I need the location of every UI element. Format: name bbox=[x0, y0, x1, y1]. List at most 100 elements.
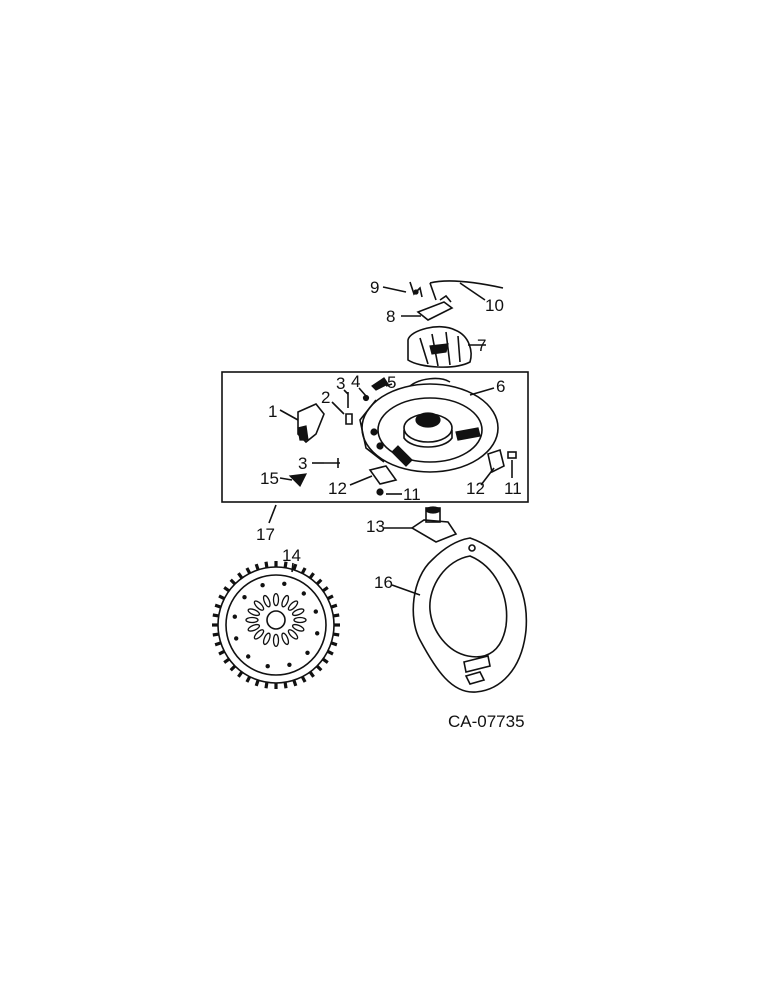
ratchet-tooth bbox=[300, 675, 307, 683]
part-6-starter-housing bbox=[359, 377, 499, 473]
ratchet-tooth bbox=[333, 632, 340, 637]
ratchet-tooth bbox=[218, 649, 226, 656]
ratchet-tooth bbox=[300, 567, 307, 575]
ratchet-hole bbox=[260, 583, 265, 588]
part-12-plate-right bbox=[487, 448, 505, 474]
ratchet-hole bbox=[232, 614, 237, 619]
ratchet-slot bbox=[253, 600, 265, 611]
ratchet-hole bbox=[265, 664, 270, 669]
callout-2: 2 bbox=[321, 388, 330, 407]
ratchet-tooth bbox=[229, 578, 237, 586]
callout-labels: 9 10 8 7 3 4 5 6 2 1 3 15 12 11 12 11 17… bbox=[256, 278, 522, 592]
ratchet-hole bbox=[301, 591, 306, 596]
ratchet-tooth bbox=[237, 670, 244, 678]
callout-12-left: 12 bbox=[328, 479, 347, 498]
callout-11-right: 11 bbox=[504, 479, 522, 498]
ratchet-tooth bbox=[326, 649, 334, 656]
ratchet-slot bbox=[281, 632, 290, 646]
callout-4: 4 bbox=[351, 372, 360, 391]
ratchet-tooth bbox=[308, 670, 315, 678]
part-2-pin bbox=[345, 413, 353, 425]
ratchet-hole bbox=[315, 631, 320, 636]
callout-13: 13 bbox=[366, 517, 385, 536]
callout-5: 5 bbox=[387, 373, 396, 392]
ratchet-slot bbox=[291, 623, 305, 632]
part-16-gasket bbox=[412, 537, 528, 693]
leader-lines bbox=[268, 282, 513, 596]
part-4-pin bbox=[362, 394, 370, 402]
ratchet-slot bbox=[247, 623, 261, 632]
part-11-washer-right bbox=[507, 451, 517, 459]
callout-3-lower: 3 bbox=[298, 454, 307, 473]
ratchet-slot bbox=[253, 629, 265, 640]
ratchet-tooth bbox=[214, 641, 222, 647]
callout-16: 16 bbox=[374, 573, 393, 592]
ratchet-tooth bbox=[292, 679, 298, 687]
ratchet-hole bbox=[242, 595, 247, 600]
ratchet-tooth bbox=[214, 603, 222, 609]
part-8-bracket bbox=[416, 294, 454, 321]
ratchet-tooth bbox=[218, 594, 226, 601]
ratchet-tooth bbox=[245, 675, 252, 683]
ratchet-slot bbox=[287, 629, 299, 640]
callout-10: 10 bbox=[485, 296, 504, 315]
callout-8: 8 bbox=[386, 307, 395, 326]
part-11-washer-left bbox=[376, 488, 384, 496]
assembly-box bbox=[221, 371, 529, 503]
ratchet-tooth bbox=[223, 586, 231, 593]
callout-1: 1 bbox=[268, 402, 277, 421]
ratchet-tooth bbox=[330, 641, 338, 647]
ratchet-slot bbox=[272, 633, 280, 648]
ratchet-tooth bbox=[254, 563, 260, 571]
part-15-clip bbox=[288, 473, 308, 488]
ratchet-tooth bbox=[212, 632, 219, 637]
callout-12-right: 12 bbox=[466, 479, 485, 498]
ratchet-hole bbox=[282, 581, 287, 586]
ratchet-tooth bbox=[229, 664, 237, 672]
ratchet-slot bbox=[247, 608, 261, 617]
ratchet-slot bbox=[262, 594, 271, 608]
part-13-cup bbox=[410, 506, 458, 543]
part-12-plate-left bbox=[368, 465, 398, 485]
ratchet-tooth bbox=[315, 578, 323, 586]
ratchet-slot bbox=[293, 616, 307, 624]
part-10-rod bbox=[429, 280, 504, 301]
ratchet-tooth bbox=[283, 561, 288, 568]
ratchet-tooth bbox=[245, 567, 252, 575]
ratchet-hole bbox=[246, 654, 251, 659]
ratchet-tooth bbox=[264, 561, 269, 568]
ratchet-slot bbox=[281, 594, 290, 608]
callout-14: 14 bbox=[282, 546, 301, 565]
ratchet-slot bbox=[245, 616, 259, 624]
ratchet-tooth bbox=[333, 613, 340, 618]
ratchet-tooth bbox=[308, 572, 315, 580]
callout-17: 17 bbox=[256, 525, 275, 544]
callout-15: 15 bbox=[260, 469, 279, 488]
ratchet-tooth bbox=[264, 682, 269, 689]
ratchet-hole bbox=[305, 650, 310, 655]
figure-code: CA-07735 bbox=[448, 712, 525, 731]
part-14-ratchet-wheel bbox=[212, 561, 340, 689]
ratchet-tooth bbox=[330, 603, 338, 609]
ratchet-tooth bbox=[237, 572, 244, 580]
ratchet-tooth bbox=[223, 657, 231, 664]
ratchet-tooth bbox=[315, 664, 323, 672]
callout-11-left: 11 bbox=[403, 485, 421, 504]
ratchet-hole bbox=[313, 609, 318, 614]
ratchet-slot bbox=[262, 632, 271, 646]
ratchet-tooth bbox=[321, 586, 329, 593]
ratchet-hole bbox=[287, 662, 292, 667]
part-5-pawl bbox=[371, 377, 389, 391]
callout-7: 7 bbox=[477, 336, 486, 355]
part-1-pawl bbox=[297, 403, 325, 444]
ratchet-tooth bbox=[321, 657, 329, 664]
callout-9: 9 bbox=[370, 278, 379, 297]
callout-3-upper: 3 bbox=[336, 374, 345, 393]
part-9-spring bbox=[409, 281, 423, 298]
ratchet-slot bbox=[287, 600, 299, 611]
ratchet-tooth bbox=[283, 682, 288, 689]
part-7-cone bbox=[407, 325, 472, 368]
ratchet-tooth bbox=[254, 679, 260, 687]
ratchet-tooth bbox=[326, 594, 334, 601]
